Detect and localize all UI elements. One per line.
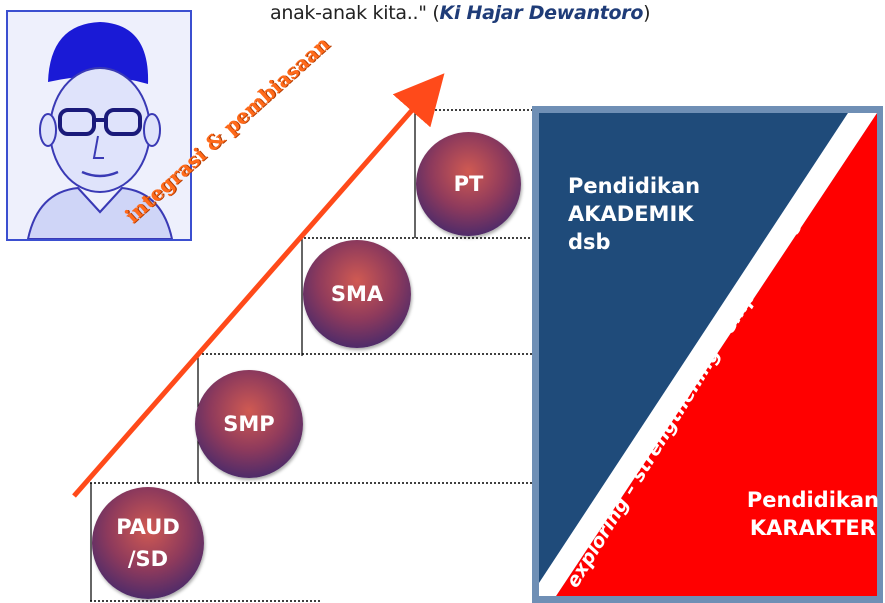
karakter-label: Pendidikan KARAKTER [746, 488, 879, 540]
akademik-label: Pendidikan AKADEMIK dsb [568, 174, 701, 254]
quote-text: anak-anak kita.." (Ki Hajar Dewantoro) [270, 2, 651, 24]
quote-close: ) [643, 2, 651, 24]
diagonal-band [539, 113, 877, 596]
quote-author: Ki Hajar Dewantoro [439, 2, 644, 24]
portrait-drawing [8, 12, 190, 239]
quote-body: anak-anak kita.." ( [270, 2, 440, 24]
level-ball-paud-sd: PAUD /SD [92, 487, 204, 599]
level-ball-pt: PT [416, 132, 521, 236]
level-ball-sma: SMA [303, 240, 411, 348]
portrait-photo-icon [6, 10, 192, 241]
level-ball-smp: SMP [195, 370, 303, 478]
integration-arrow [72, 73, 445, 498]
